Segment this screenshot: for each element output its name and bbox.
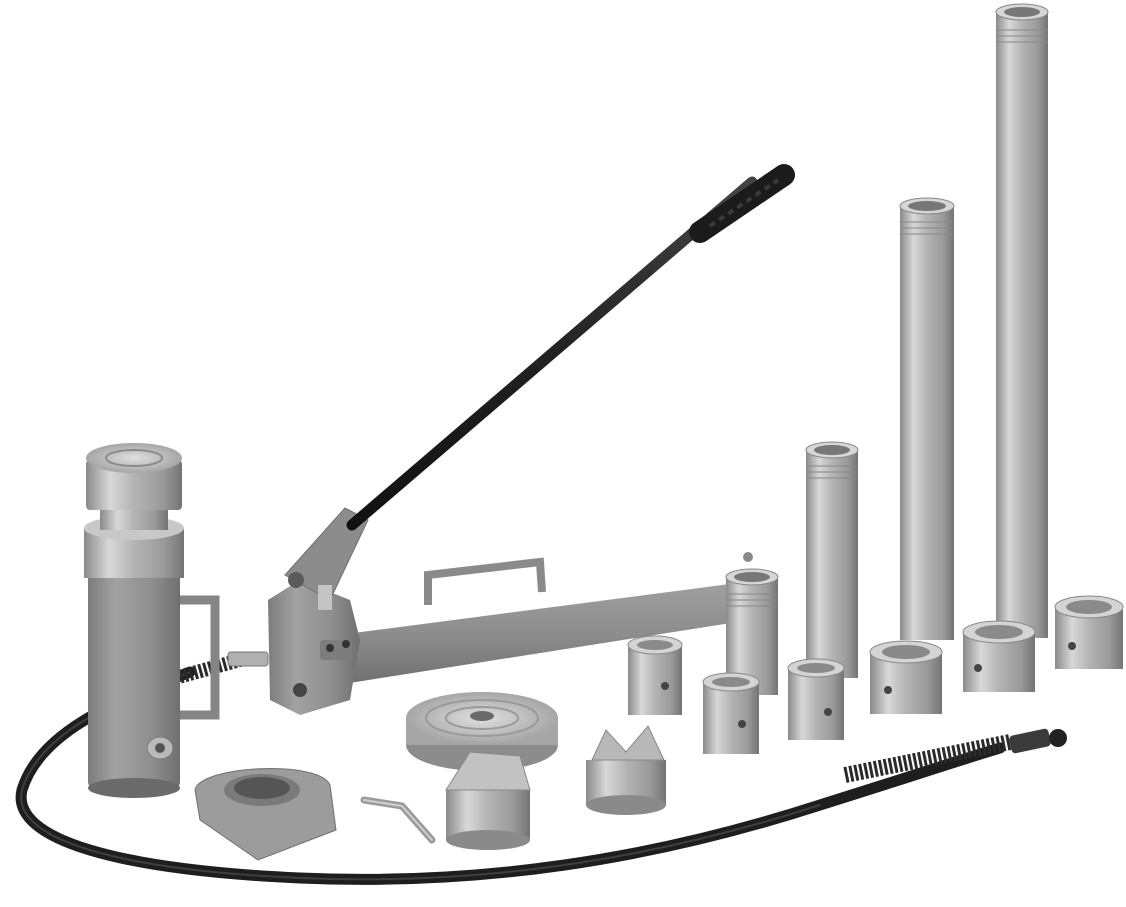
coupler: [627, 635, 683, 715]
clamp-toe: [194, 768, 337, 861]
hydraulic-hose: [15, 651, 1067, 885]
wedge-head: [445, 751, 531, 850]
hydraulic-ram: [84, 443, 220, 798]
release-key: [360, 796, 436, 844]
extension-tube: [899, 197, 955, 640]
coupler: [787, 658, 845, 740]
flat-base: [406, 692, 558, 771]
coupler: [869, 640, 943, 714]
coupler: [702, 672, 760, 754]
extension-tube: [995, 3, 1049, 638]
coupler: [1054, 595, 1124, 669]
v-base: [586, 725, 666, 815]
extension-tube: [805, 441, 859, 678]
pump-handle: [346, 164, 795, 531]
coupler: [962, 620, 1036, 692]
hand-pump: [268, 507, 758, 715]
